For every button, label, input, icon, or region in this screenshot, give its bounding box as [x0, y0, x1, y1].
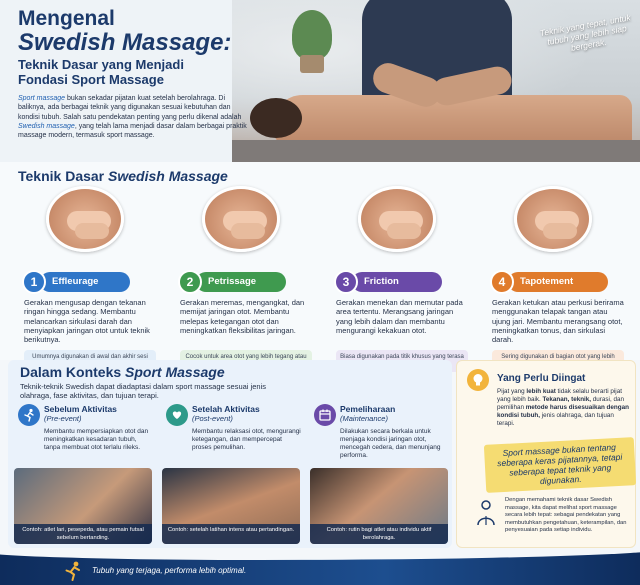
page-subtitle-line2: Fondasi Sport Massage	[18, 72, 164, 87]
reminder-closing-text: Dengan memahami teknik dasar Swedish mas…	[505, 497, 627, 533]
effleurage-photo	[46, 186, 124, 252]
technique-description: Gerakan meremas, mengangkat, dan memijat…	[180, 298, 305, 335]
intro-em-sport: Sport massage	[18, 95, 66, 102]
context-intro: Teknik-teknik Swedish dapat diadaptasi d…	[20, 382, 266, 400]
intro-text-1: bukan sekadar pijatan kuat setelah berol…	[18, 95, 242, 121]
technique-card-tapotement: Tapotement 4 Gerakan ketukan atau perkus…	[472, 186, 627, 372]
context-title-em: Sport Massage	[125, 364, 225, 380]
footer-tagline: Tubuh yang terjaga, performa lebih optim…	[92, 566, 247, 575]
reminder-panel: Yang Perlu Diingat Pijat yang lebih kuat…	[456, 360, 637, 548]
context-card-subtitle: (Pre-event)	[44, 414, 82, 423]
reminder-text-part: jenis olahraga, dan tujuan terapi.	[497, 412, 614, 427]
footer-wave-decoration	[0, 550, 640, 560]
context-card-pre-event: Sebelum Aktivitas (Pre-event) Membantu m…	[14, 404, 152, 544]
technique-description: Gerakan mengusap dengan tekanan ringan h…	[24, 298, 150, 345]
post-event-photo: Contoh: setelah latihan intens atau pert…	[162, 468, 300, 544]
technique-label: Effleurage	[40, 272, 130, 292]
petrissage-photo	[202, 186, 280, 252]
techniques-title-prefix: Teknik Dasar	[18, 168, 109, 184]
hero-section: Mengenal Swedish Massage: Teknik Dasar y…	[0, 0, 640, 162]
techniques-section: Teknik Dasar Swedish Massage Effleurage …	[0, 162, 640, 372]
runner-icon	[62, 560, 84, 585]
context-title-prefix: Dalam Konteks	[20, 364, 126, 380]
context-card-caption: Contoh: atlet lari, pesepeda, atau pemai…	[14, 524, 152, 544]
person-icon	[475, 499, 497, 527]
context-card-title: Pemeliharaan	[340, 404, 396, 414]
technique-card-effleurage: Effleurage 1 Gerakan mengusap dengan tek…	[4, 186, 159, 372]
technique-number: 3	[334, 270, 358, 294]
technique-card-petrissage: Petrissage 2 Gerakan meremas, mengangkat…	[160, 186, 315, 372]
reminder-text-bold: Tekanan, teknik,	[542, 396, 592, 403]
context-card-title: Setelah Aktivitas	[192, 404, 260, 414]
context-card-post-event: Setelah Aktivitas (Post-event) Membantu …	[162, 404, 301, 544]
context-card-subtitle: (Maintenance)	[340, 414, 388, 423]
heart-hands-icon	[166, 404, 188, 426]
reminder-title: Yang Perlu Diingat	[497, 373, 586, 384]
context-card-subtitle: (Post-event)	[192, 414, 233, 423]
page-subtitle-line1: Teknik Dasar yang Menjadi	[18, 57, 184, 72]
reminder-text-bold: lebih kuat	[526, 388, 556, 395]
tapotement-photo	[514, 186, 592, 252]
technique-number: 4	[490, 270, 514, 294]
runner-icon	[18, 404, 40, 426]
pre-event-photo: Contoh: atlet lari, pesepeda, atau pemai…	[14, 468, 152, 544]
calendar-icon	[314, 404, 336, 426]
footer-banner: Tubuh yang terjaga, performa lebih optim…	[0, 550, 640, 585]
context-section: Dalam Konteks Sport Massage Teknik-tekni…	[8, 360, 452, 548]
techniques-title: Teknik Dasar Swedish Massage	[18, 168, 228, 184]
friction-photo	[358, 186, 436, 252]
technique-number: 1	[22, 270, 46, 294]
reminder-text-part: durasi, dan pemilihan	[497, 396, 624, 411]
technique-card-friction: Friction 3 Gerakan menekan dan memutar p…	[316, 186, 471, 372]
intro-paragraph: Sport massage bukan sekadar pijatan kuat…	[18, 94, 248, 140]
techniques-title-em: Swedish Massage	[108, 168, 228, 184]
context-card-maintenance: Pemeliharaan (Maintenance) Dilakukan sec…	[310, 404, 448, 544]
intro-em-swedish: Swedish massage	[18, 122, 75, 130]
hero-title-block: Mengenal Swedish Massage: Teknik Dasar y…	[18, 7, 238, 88]
context-title: Dalam Konteks Sport Massage	[20, 364, 225, 380]
context-card-description: Membantu mempersiapkan otot dan meningka…	[44, 428, 149, 451]
intro-text-2: , yang telah lama menjadi dasar dalam be…	[18, 122, 247, 140]
lightbulb-icon	[467, 369, 489, 391]
plant-decoration	[292, 10, 332, 60]
technique-label: Tapotement	[508, 272, 608, 292]
context-card-caption: Contoh: setelah latihan intens atau pert…	[162, 524, 300, 544]
maintenance-photo: Contoh: rutin bagi atlet atau individu a…	[310, 468, 448, 544]
hero-massage-photo	[232, 0, 640, 162]
highlight-quote: Sport massage bukan tentang seberapa ker…	[483, 437, 637, 493]
reminder-text-bold: metode harus disesuaikan dengan kondisi …	[497, 404, 629, 419]
technique-description: Gerakan menekan dan memutar pada area te…	[336, 298, 463, 335]
technique-label: Petrissage	[196, 272, 286, 292]
context-card-title: Sebelum Aktivitas	[44, 404, 117, 414]
technique-number: 2	[178, 270, 202, 294]
reminder-text-part: tidak selalu berarti pijat yang lebih ba…	[497, 388, 622, 403]
reminder-text: Pijat yang lebih kuat tidak selalu berar…	[497, 388, 632, 428]
context-card-description: Dilakukan secara berkala untuk menjaga k…	[340, 428, 441, 459]
context-card-description: Membantu relaksasi otot, mengurangi kete…	[192, 428, 301, 451]
technique-label: Friction	[352, 272, 442, 292]
reminder-text-part: Pijat yang	[497, 388, 527, 395]
technique-description: Gerakan ketukan atau perkusi berirama me…	[492, 298, 624, 345]
context-card-caption: Contoh: rutin bagi atlet atau individu a…	[310, 524, 448, 544]
page-title-line2: Swedish Massage:	[18, 29, 232, 56]
page-title-line1: Mengenal	[18, 7, 115, 30]
